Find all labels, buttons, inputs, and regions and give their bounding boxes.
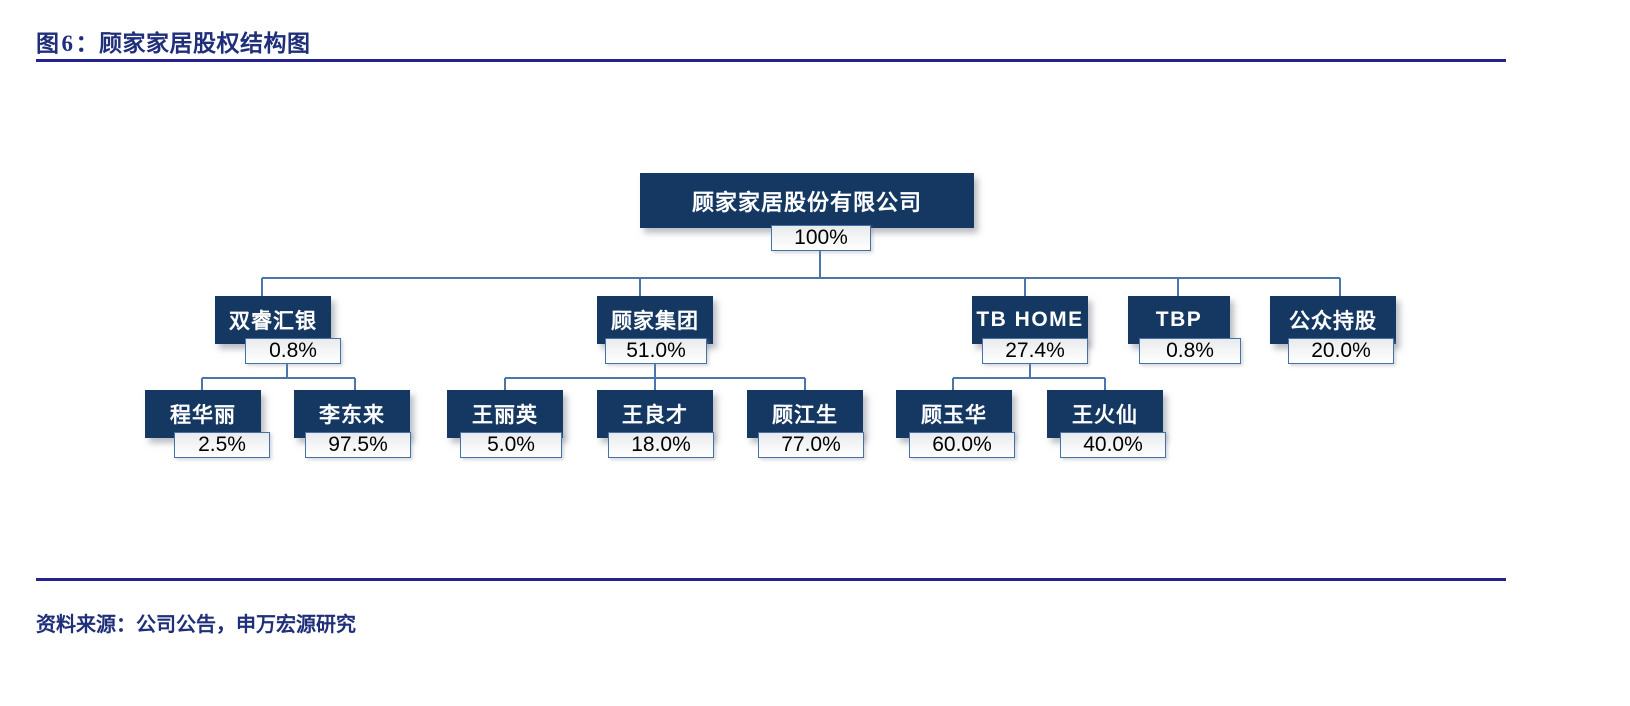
node-gu-yuhua[interactable]: 顾玉华 [896, 390, 1012, 438]
node-gujia-home[interactable]: 顾家家居股份有限公司 [640, 173, 974, 228]
pct-cheng-huali: 2.5% [174, 432, 270, 458]
pct-tb-home: 27.4% [982, 338, 1088, 364]
node-tb-home[interactable]: TB HOME [972, 296, 1088, 344]
figure-title-text: 顾家家居股权结构图 [99, 31, 311, 56]
node-label: 王火仙 [1072, 403, 1138, 427]
node-label: 顾江生 [772, 403, 838, 427]
pct-value: 97.5% [328, 433, 388, 456]
pct-value: 0.8% [1166, 339, 1214, 362]
node-label: 王良才 [622, 403, 688, 427]
node-gujia-group[interactable]: 顾家集团 [597, 296, 713, 344]
node-wang-huoxian[interactable]: 王火仙 [1047, 390, 1163, 438]
pct-gujia-group: 51.0% [605, 338, 707, 364]
pct-value: 5.0% [487, 433, 535, 456]
pct-value: 27.4% [1005, 339, 1065, 362]
node-cheng-huali[interactable]: 程华丽 [145, 390, 261, 438]
node-label: 顾家集团 [611, 309, 699, 333]
pct-value: 60.0% [932, 433, 992, 456]
pct-gu-yuhua: 60.0% [909, 432, 1015, 458]
node-label: 程华丽 [170, 403, 236, 427]
figure-number: 6 [61, 31, 74, 56]
pct-value: 18.0% [631, 433, 691, 456]
pct-value: 20.0% [1311, 339, 1371, 362]
figure-separator: ： [75, 31, 99, 56]
node-wang-liangcai[interactable]: 王良才 [597, 390, 713, 438]
pct-wang-huoxian: 40.0% [1060, 432, 1166, 458]
pct-shuangrui: 0.8% [245, 338, 341, 364]
pct-root-100: 100% [771, 225, 871, 251]
node-gu-jiangsheng[interactable]: 顾江生 [747, 390, 863, 438]
node-label: TB HOME [976, 308, 1084, 331]
pct-value: 40.0% [1083, 433, 1143, 456]
page-title: 图6：顾家家居股权结构图 [36, 24, 311, 58]
title-divider [36, 59, 1506, 62]
pct-value: 2.5% [198, 433, 246, 456]
node-public-holding[interactable]: 公众持股 [1270, 296, 1396, 344]
node-tbp[interactable]: TBP [1128, 296, 1230, 344]
node-label: 双睿汇银 [229, 309, 317, 333]
pct-gu-jiangsheng: 77.0% [758, 432, 864, 458]
source-note: 资料来源：公司公告，申万宏源研究 [36, 614, 356, 636]
pct-li-donglai: 97.5% [305, 432, 411, 458]
figure-label: 图 [36, 31, 60, 56]
pct-value: 77.0% [781, 433, 841, 456]
node-label: 公众持股 [1289, 309, 1377, 333]
footer-divider [36, 578, 1506, 581]
node-shuangrui-huiyin[interactable]: 双睿汇银 [215, 296, 331, 344]
pct-tbp: 0.8% [1139, 338, 1241, 364]
pct-value: 51.0% [626, 339, 686, 362]
node-label: 李东来 [319, 403, 385, 427]
pct-wang-liangcai: 18.0% [608, 432, 714, 458]
pct-value: 0.8% [269, 339, 317, 362]
node-label: 顾家家居股份有限公司 [691, 189, 922, 215]
pct-wang-liying: 5.0% [460, 432, 562, 458]
node-li-donglai[interactable]: 李东来 [294, 390, 410, 438]
node-label: 王丽英 [472, 403, 538, 427]
node-label: 顾玉华 [921, 403, 987, 427]
node-wang-liying[interactable]: 王丽英 [447, 390, 563, 438]
node-label: TBP [1155, 308, 1203, 331]
pct-value: 100% [794, 226, 848, 249]
pct-public-holding: 20.0% [1288, 338, 1394, 364]
